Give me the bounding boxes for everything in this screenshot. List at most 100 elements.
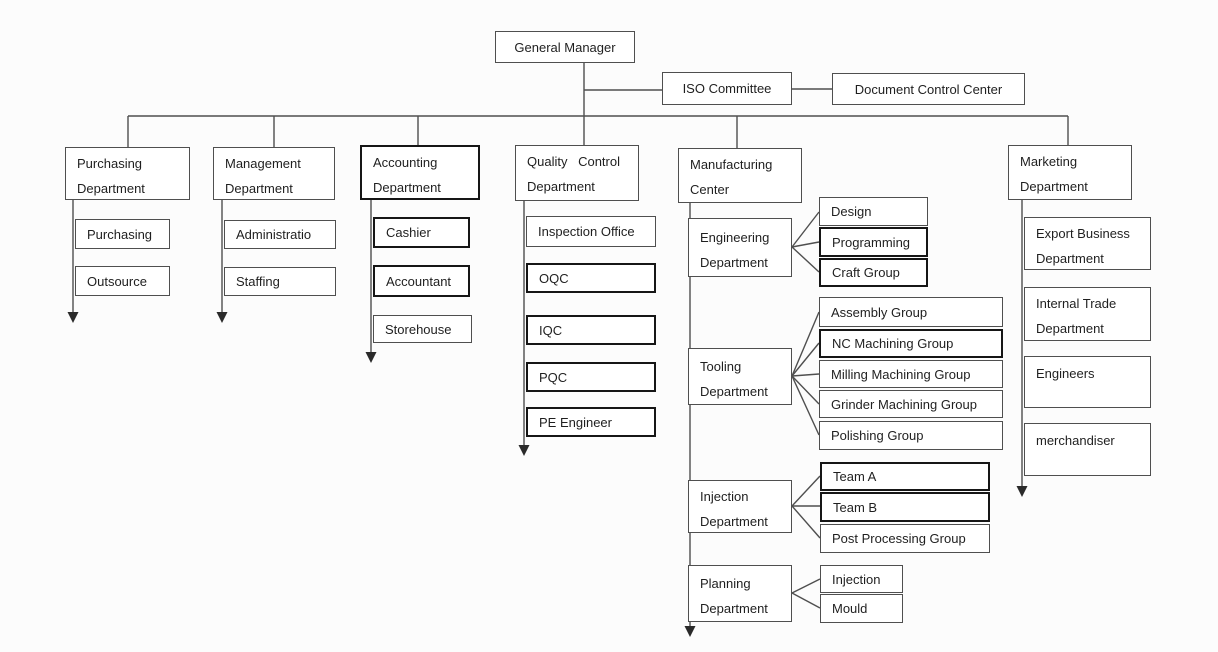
node-team-b: Team B	[820, 492, 990, 522]
label-line: Document Control Center	[854, 81, 1003, 97]
node-assembly-group: Assembly Group	[819, 297, 1003, 327]
label-line: OQC	[539, 270, 569, 286]
label-line: Department	[527, 179, 595, 194]
label-line: Injection	[832, 571, 881, 587]
label-line: General Manager	[514, 39, 616, 55]
label-line: merchandiser	[1036, 433, 1115, 448]
node-polishing-group: Polishing Group	[819, 421, 1003, 450]
label-line: Planning	[700, 576, 751, 591]
node-pqc: PQC	[526, 362, 656, 392]
node-programming: Programming	[819, 227, 928, 257]
node-craft-group: Craft Group	[819, 258, 928, 287]
label-line: Export Business	[1036, 226, 1130, 241]
node-design: Design	[819, 197, 928, 226]
node-post-processing-group: Post Processing Group	[820, 524, 990, 553]
label-line: Outsource	[87, 273, 147, 289]
node-merchandiser: merchandiser	[1024, 423, 1151, 476]
label-line: Polishing Group	[831, 428, 924, 443]
label-line: Department	[700, 514, 768, 529]
node-outsource: Outsource	[75, 266, 170, 296]
label-line: Department	[1036, 251, 1104, 266]
label-line: Department	[225, 181, 293, 196]
label-line: Mould	[832, 601, 868, 616]
node-engineers: Engineers	[1024, 356, 1151, 408]
label-line: Design	[831, 204, 872, 219]
node-storehouse: Storehouse	[373, 315, 472, 343]
arrowhead-down	[518, 445, 530, 456]
label-line: Department	[700, 384, 768, 399]
node-oqc: OQC	[526, 263, 656, 293]
label-line: Internal Trade	[1036, 296, 1117, 311]
label-line: Department	[1036, 321, 1104, 336]
node-document-control-center: Document Control Center	[832, 73, 1025, 105]
label-line: NC Machining Group	[832, 336, 954, 351]
label-line: Injection	[700, 489, 749, 504]
label-line: Quality Control	[527, 154, 620, 169]
node-nc-machining-group: NC Machining Group	[819, 329, 1003, 358]
node-cashier: Cashier	[373, 217, 470, 248]
node-iso-committee: ISO Committee	[662, 72, 792, 105]
node-purchasing: Purchasing	[75, 219, 170, 249]
arrowhead-down	[1016, 486, 1028, 497]
connector	[72, 63, 1069, 626]
label-line: Engineering	[700, 230, 770, 245]
label-line: Center	[690, 182, 730, 197]
label-line: ISO Committee	[682, 81, 772, 96]
label-line: Accountant	[386, 273, 452, 289]
label-line: Team A	[833, 469, 877, 484]
node-iqc: IQC	[526, 315, 656, 345]
label-line: Programming	[832, 234, 911, 250]
node-general-manager: General Manager	[495, 31, 635, 63]
label-line: Department	[1020, 179, 1088, 194]
label-line: Administratio	[236, 227, 312, 242]
arrowhead-down	[216, 312, 228, 323]
node-team-a: Team A	[820, 462, 990, 491]
node-accountant: Accountant	[373, 265, 470, 297]
label-line: Management	[225, 156, 301, 171]
node-planning-injection: Injection	[820, 565, 903, 593]
node-milling-machining-group: Milling Machining Group	[819, 360, 1003, 388]
label-line: PE Engineer	[539, 414, 612, 430]
node-planning-mould: Mould	[820, 594, 903, 623]
label-line: Purchasing	[87, 226, 153, 242]
label-line: Department	[700, 255, 768, 270]
arrowhead-down	[365, 352, 377, 363]
label-line: Manufacturing	[690, 157, 773, 172]
label-line: PQC	[539, 369, 568, 385]
label-line: Tooling	[700, 359, 742, 374]
label-line: Inspection Office	[538, 224, 635, 239]
label-line: Purchasing	[77, 156, 143, 171]
label-line: Team B	[833, 499, 878, 515]
label-line: Milling Machining Group	[831, 366, 971, 382]
arrowhead-down	[684, 626, 696, 637]
label-line: Storehouse	[385, 321, 452, 337]
label-line: Department	[700, 601, 768, 616]
arrowhead-down	[67, 312, 79, 323]
node-grinder-machining-group: Grinder Machining Group	[819, 390, 1003, 418]
node-pe-engineer: PE Engineer	[526, 407, 656, 437]
label-line: Marketing	[1020, 154, 1078, 169]
label-line: Cashier	[386, 225, 431, 240]
node-inspection-office: Inspection Office	[526, 216, 656, 247]
label-line: IQC	[539, 322, 563, 338]
label-line: Assembly Group	[831, 304, 928, 320]
label-line: Grinder Machining Group	[831, 396, 977, 412]
label-line: Accounting	[373, 155, 438, 170]
node-staffing: Staffing	[224, 267, 336, 296]
label-line: Post Processing Group	[832, 531, 966, 546]
label-line: Staffing	[236, 274, 280, 289]
node-administratio: Administratio	[224, 220, 336, 249]
